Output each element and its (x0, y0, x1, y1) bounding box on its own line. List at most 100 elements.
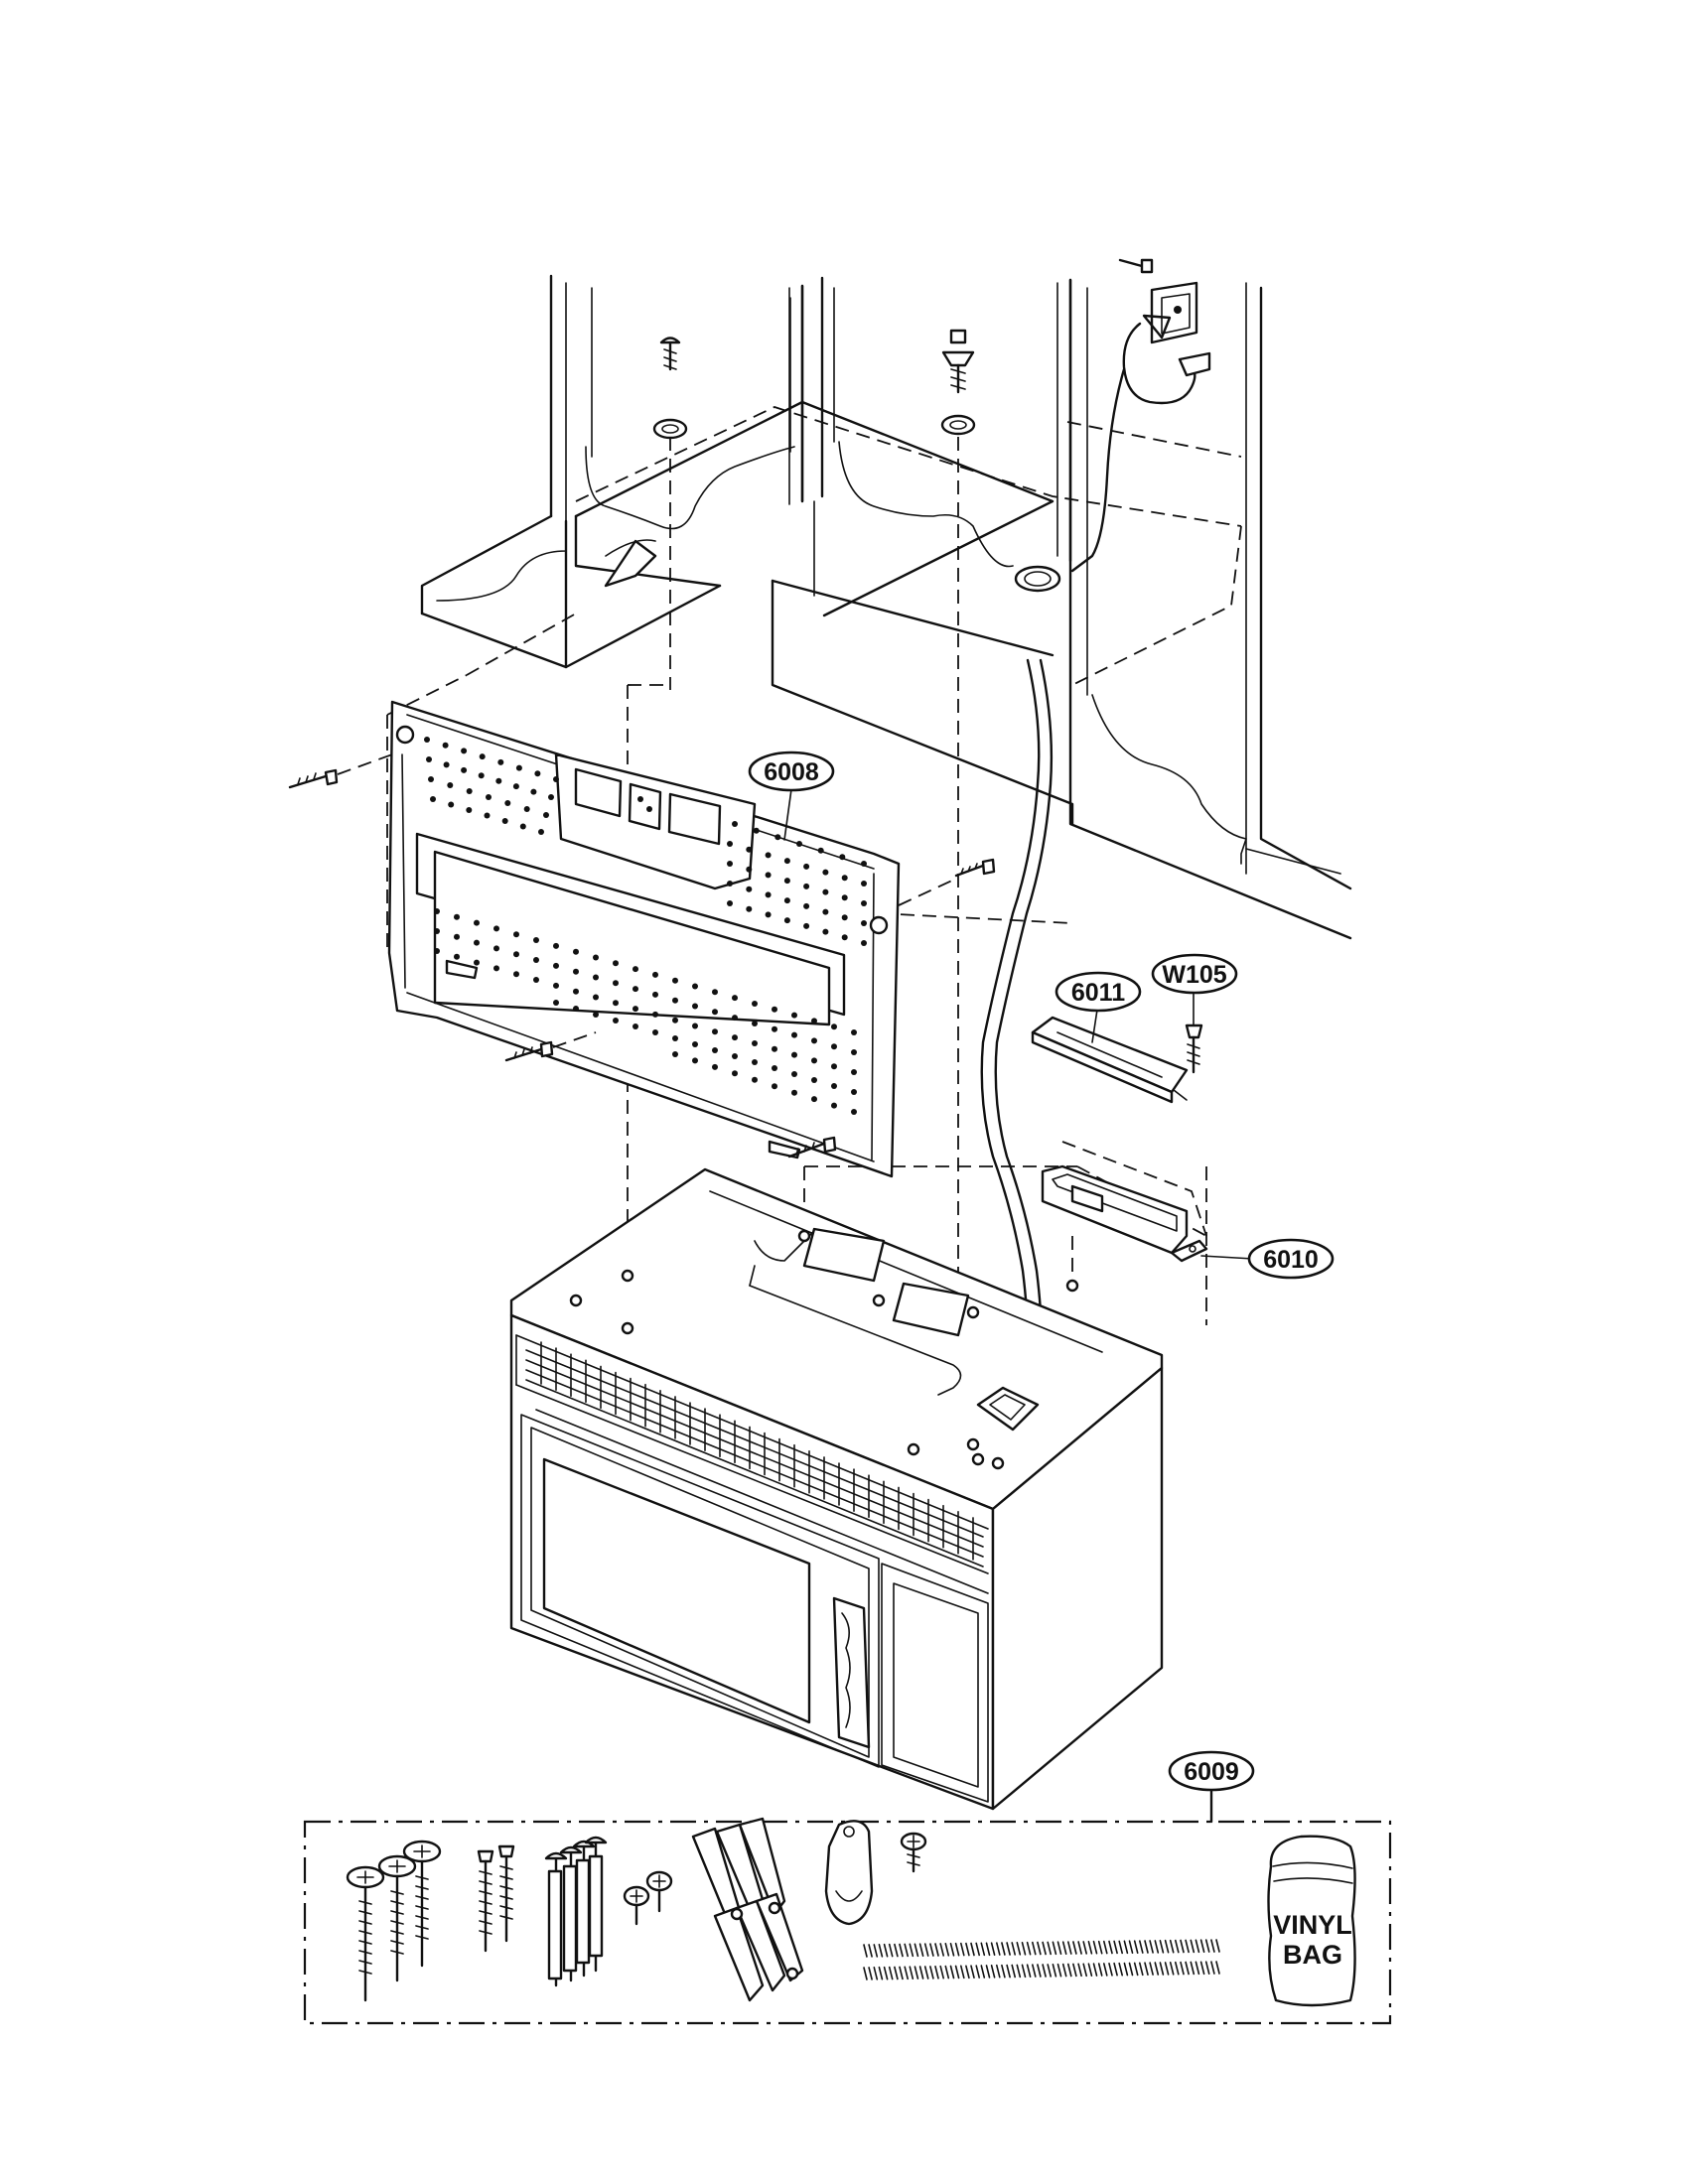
perforation-dot (466, 807, 473, 813)
spring-coil (1113, 1962, 1118, 1977)
spring-coil (909, 1943, 914, 1958)
spring-coil (1149, 1962, 1154, 1976)
spring-coil (1032, 1941, 1037, 1956)
perforation-dot (543, 812, 549, 818)
spring-coil (949, 1943, 955, 1957)
perforation-dot (752, 1059, 758, 1065)
perforation-dot (426, 756, 432, 762)
plate-screw-bottom-right (787, 1136, 837, 1159)
perforation-dot (851, 1049, 857, 1055)
perforation-dot (519, 823, 526, 830)
spring-coil (1026, 1964, 1032, 1978)
spring-coil (1056, 1963, 1062, 1978)
perforation-dot (613, 960, 619, 967)
spring-coil (944, 1965, 950, 1979)
perforation-dot (822, 888, 829, 895)
spring-coil (904, 1943, 909, 1958)
perforation-dot (479, 753, 486, 760)
perforation-dot (811, 1057, 817, 1064)
perforation-dot (553, 942, 559, 949)
perforation-dot (613, 1018, 619, 1024)
perforation-dot (652, 1029, 658, 1035)
perforation-dot (851, 1109, 857, 1115)
spring-coil (1180, 1961, 1185, 1976)
perforation-dot (831, 1063, 837, 1070)
plate-perforations (424, 737, 867, 1115)
wood-screws-set (346, 1840, 442, 2002)
perforation-dot (434, 908, 440, 914)
perforation-dot (811, 1077, 817, 1083)
perforation-dot (861, 940, 867, 946)
spring-coil (1159, 1940, 1165, 1954)
perforation-dot (772, 1025, 777, 1032)
perforation-dot (831, 1043, 837, 1050)
perforation-dot (493, 945, 499, 952)
spring-coil (1175, 1961, 1180, 1976)
spring-coil (1016, 1942, 1022, 1956)
spring-coil (934, 1966, 939, 1979)
spring-coil (1077, 1941, 1082, 1955)
perforation-dot (633, 1006, 638, 1013)
spring-coil (1159, 1962, 1165, 1976)
perforation-dot (548, 794, 554, 800)
spring-coil (1082, 1941, 1087, 1955)
perforation-dot (424, 737, 430, 743)
perforation-dot (448, 801, 455, 808)
perforation-dot (727, 861, 733, 867)
part-6010-bracket (1041, 1141, 1208, 1263)
spring-coil (918, 1943, 924, 1957)
perforation-dot (461, 748, 468, 754)
perforation-dot (712, 1047, 718, 1053)
spring-coil (1195, 1961, 1200, 1976)
spring-coil (949, 1965, 955, 1979)
callout-6011-label: 6011 (1071, 979, 1125, 1007)
perforation-dot (803, 902, 810, 909)
perforation-dot (732, 1070, 738, 1077)
perforation-dot (504, 800, 511, 806)
perforation-dot (553, 1000, 559, 1006)
perforation-dot (811, 1096, 817, 1103)
spring-coil (1123, 1940, 1129, 1955)
spring-coil (1067, 1963, 1072, 1978)
perforation-dot (512, 783, 519, 790)
spring-coil (1154, 1940, 1160, 1954)
perforation-dot (746, 905, 753, 912)
spring-coil (996, 1942, 1001, 1956)
perforation-dot (573, 948, 579, 955)
perforation-dot (430, 796, 436, 802)
perforation-dot (478, 772, 485, 779)
perforation-dot (831, 1024, 837, 1030)
wall-anchors (477, 1844, 515, 1953)
toggle-bolts (544, 1836, 608, 1987)
perforation-dot (593, 974, 599, 981)
spring-coil (1215, 1939, 1220, 1953)
power-cord (980, 658, 1041, 1402)
spring-coil (929, 1943, 934, 1957)
perforation-dot (811, 1037, 817, 1044)
perforation-dot (791, 1071, 797, 1077)
spring-coil (1215, 1961, 1220, 1975)
perforation-dot (732, 1034, 738, 1041)
perforation-dot (652, 971, 658, 978)
spring-coil (1103, 1963, 1108, 1977)
grille-slat (525, 1359, 984, 1548)
spring-coil (1175, 1939, 1180, 1954)
perforation-dot (454, 953, 460, 960)
spring-coil (965, 1965, 970, 1979)
spring-coil (980, 1965, 986, 1979)
perforation-dot (513, 951, 519, 958)
perforation-dot (861, 861, 867, 867)
spring-coil (985, 1942, 991, 1957)
perforation-dot (803, 863, 810, 870)
perforation-dot (523, 806, 530, 812)
perforation-dot (783, 897, 790, 904)
perforation-dot (791, 1089, 797, 1096)
spring-coil (1026, 1941, 1032, 1956)
spring-coil (996, 1964, 1001, 1979)
callout-6009-label: 6009 (1184, 1758, 1239, 1786)
perforation-dot (783, 917, 790, 924)
perforation-dot (851, 1089, 857, 1095)
perforation-dot (727, 900, 733, 906)
spring-coil (1072, 1941, 1077, 1955)
perforation-dot (447, 782, 454, 788)
